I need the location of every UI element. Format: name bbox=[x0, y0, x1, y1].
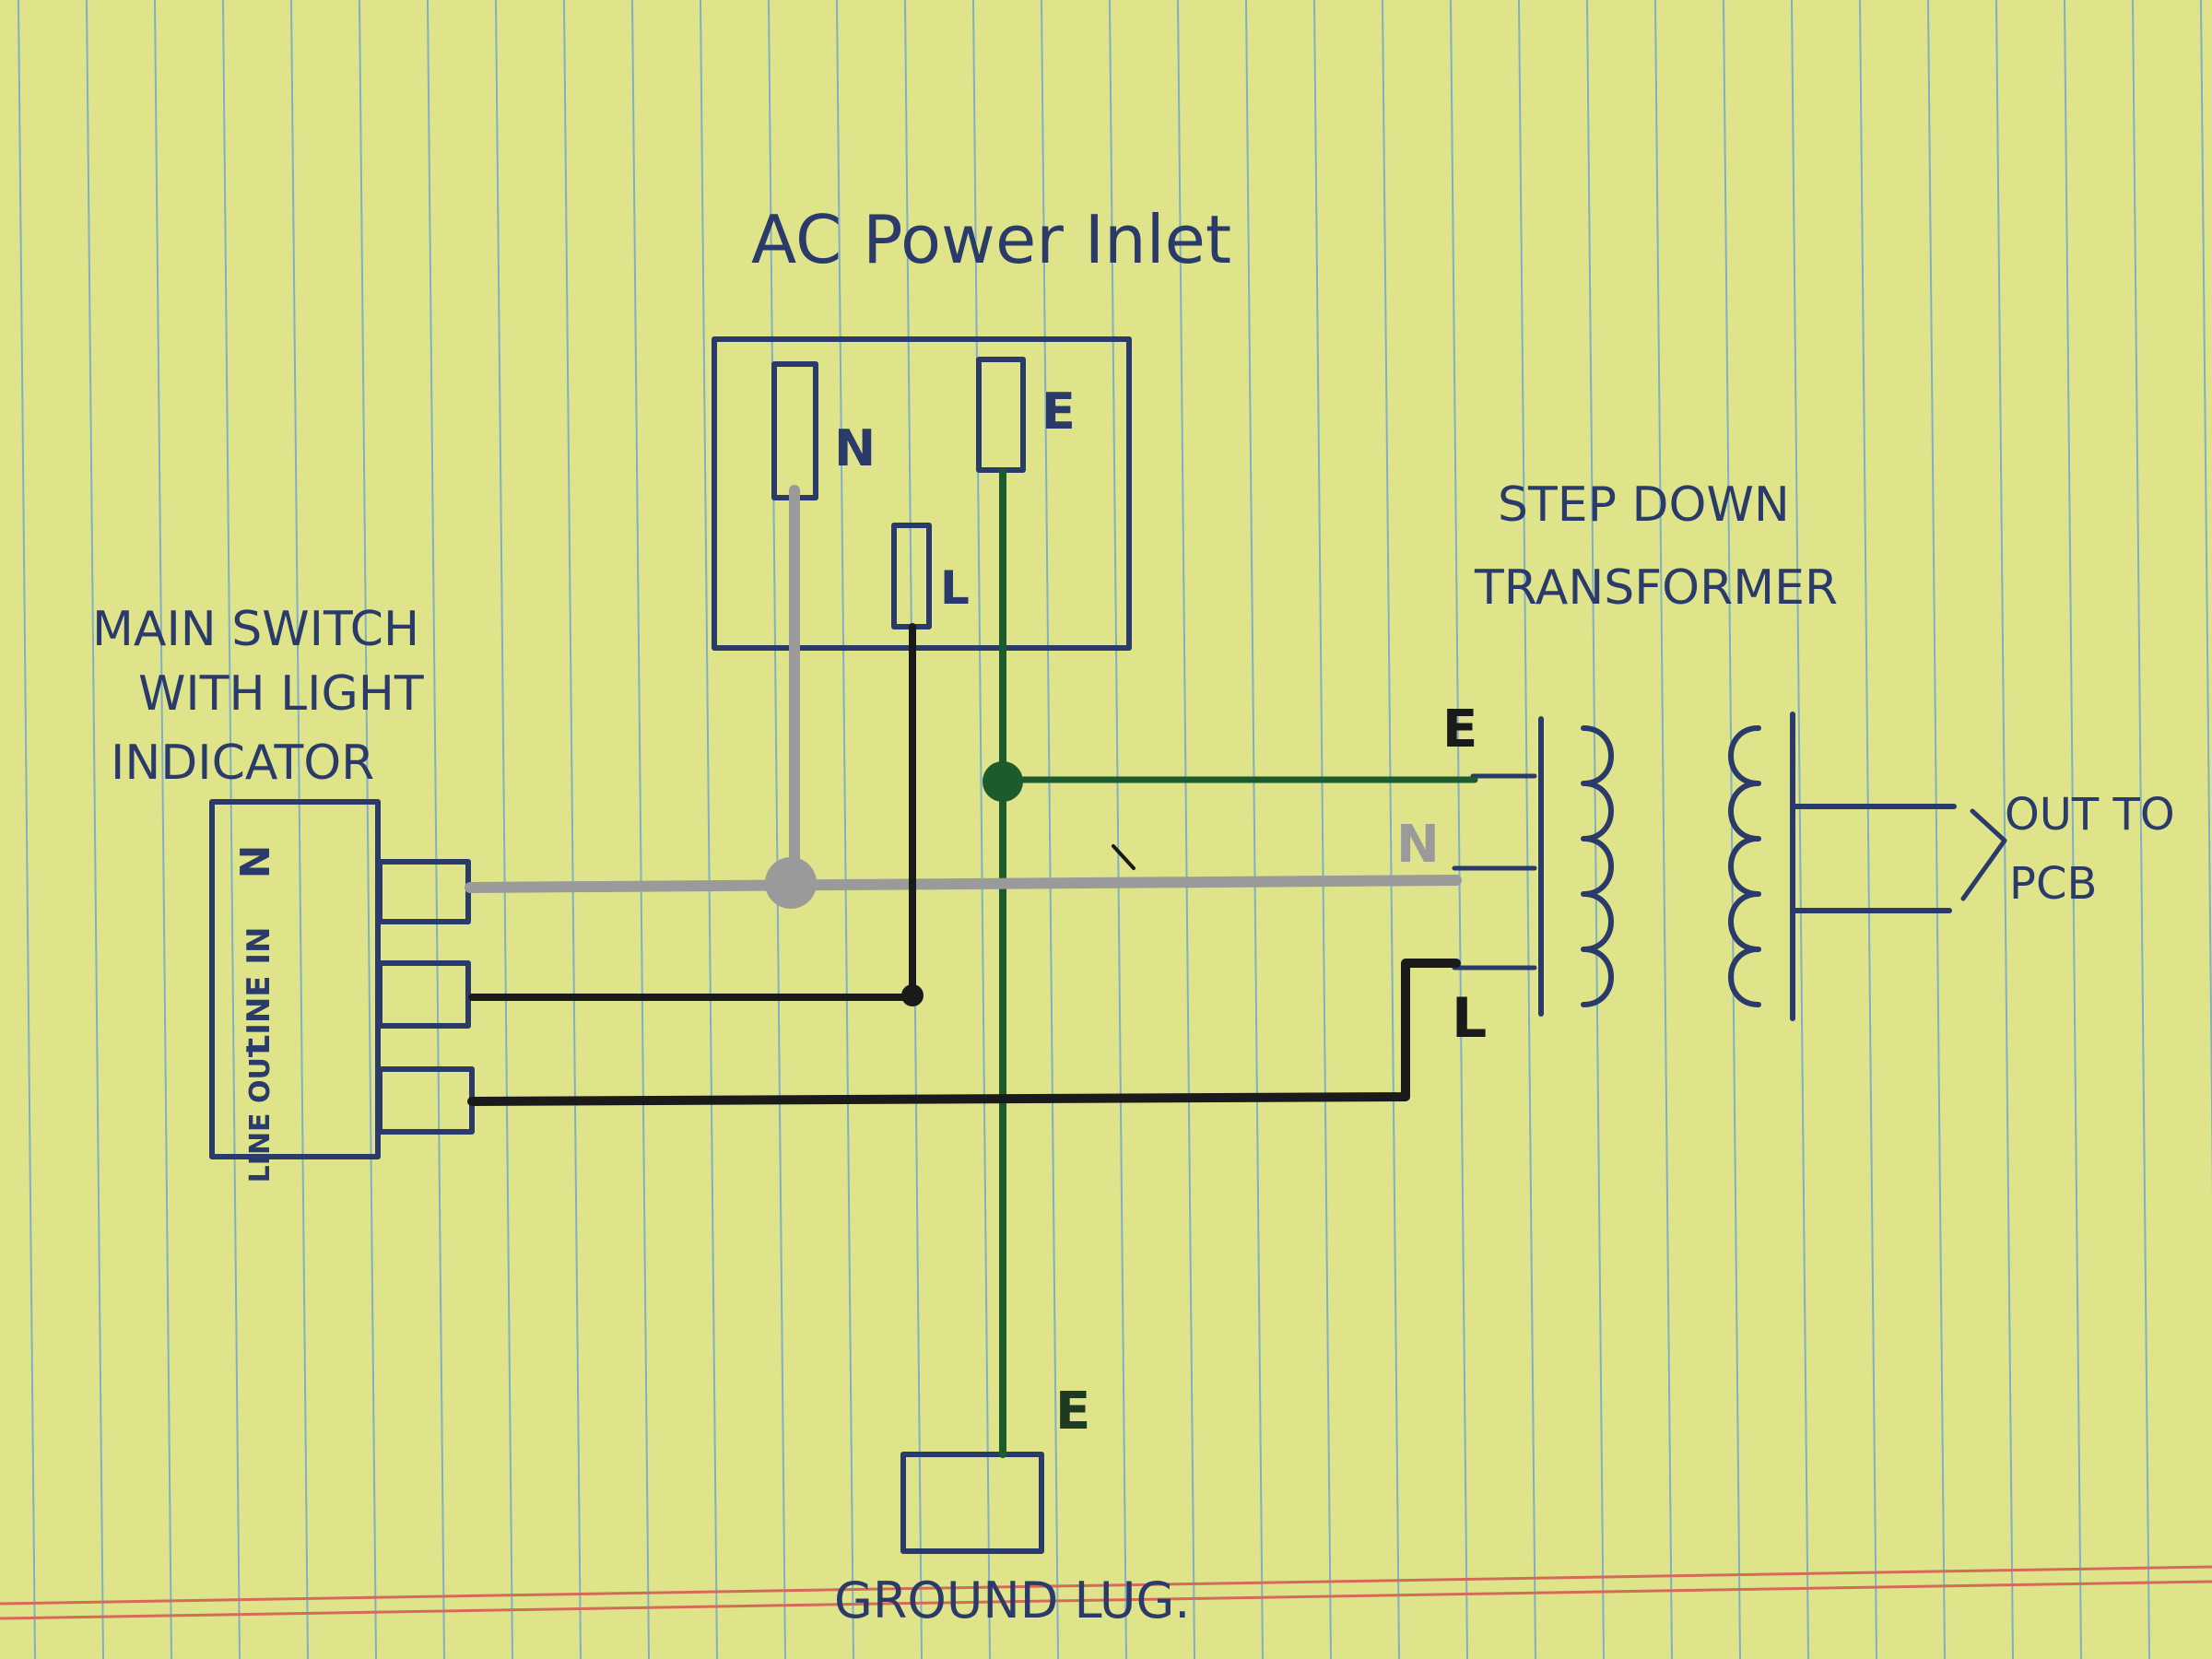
switch-terminal-line-in bbox=[377, 960, 471, 1029]
pcb-output-label-line2: PCB bbox=[2009, 858, 2097, 910]
ruled-line bbox=[1586, 0, 1605, 1659]
ruled-line bbox=[700, 0, 718, 1659]
pen-mark bbox=[1112, 844, 1135, 870]
ruled-lines bbox=[18, 0, 2212, 1659]
line-junction-dot bbox=[901, 984, 924, 1006]
transformer-secondary-coil bbox=[1728, 725, 1761, 1007]
ruled-line bbox=[86, 0, 104, 1659]
switch-term-line-in-label: LINE IN bbox=[241, 927, 277, 1055]
transformer-label-line2: TRANSFORMER bbox=[1474, 560, 1838, 616]
ruled-line bbox=[1109, 0, 1127, 1659]
ruled-line bbox=[1995, 0, 2014, 1659]
diagram-title: AC Power Inlet bbox=[751, 201, 1231, 278]
ruled-line bbox=[1041, 0, 1059, 1659]
earth-junction-dot bbox=[982, 761, 1023, 802]
ruled-line bbox=[427, 0, 445, 1659]
ruled-line bbox=[222, 0, 241, 1659]
ruled-line bbox=[836, 0, 854, 1659]
ruled-line bbox=[495, 0, 513, 1659]
ruled-line bbox=[1723, 0, 1741, 1659]
ruled-line bbox=[1313, 0, 1332, 1659]
ruled-line bbox=[359, 0, 377, 1659]
ruled-line bbox=[563, 0, 582, 1659]
ruled-line bbox=[1245, 0, 1264, 1659]
neutral-wire bbox=[465, 875, 1462, 893]
neutral-junction-dot bbox=[765, 857, 817, 909]
pcb-output-brace bbox=[1960, 808, 2007, 901]
ruled-line bbox=[1382, 0, 1400, 1659]
ruled-line bbox=[1450, 0, 1468, 1659]
margin-line bbox=[0, 1580, 2212, 1620]
ruled-line bbox=[631, 0, 650, 1659]
ground-term-e-label: E bbox=[1055, 1382, 1090, 1441]
ruled-line bbox=[2200, 0, 2212, 1199]
ruled-line bbox=[18, 0, 36, 1659]
ruled-line bbox=[290, 0, 309, 1659]
ruled-line bbox=[1859, 0, 1877, 1659]
transformer-term-l-label: L bbox=[1452, 986, 1487, 1051]
ruled-line bbox=[154, 0, 172, 1659]
ruled-line bbox=[972, 0, 991, 1659]
transformer-term-n-label: N bbox=[1396, 815, 1440, 875]
ruled-line bbox=[768, 0, 786, 1659]
ground-lug bbox=[900, 1452, 1044, 1554]
switch-label-line3: INDICATOR bbox=[111, 735, 374, 791]
inlet-pin-n-label: N bbox=[834, 419, 876, 477]
ruled-line bbox=[1654, 0, 1673, 1659]
switch-term-line-out-label: LINE OUT bbox=[244, 1038, 276, 1182]
inlet-pin-l-label: L bbox=[940, 561, 970, 615]
ruled-line bbox=[2132, 0, 2150, 1659]
switch-term-n-label: N bbox=[232, 845, 279, 879]
ruled-line bbox=[1791, 0, 1809, 1659]
margin-line bbox=[0, 1565, 2212, 1606]
transformer-primary-coil bbox=[1581, 725, 1614, 1007]
inlet-pin-e-label: E bbox=[1041, 382, 1076, 441]
ruled-line bbox=[2064, 0, 2082, 1659]
transformer-term-e-label: E bbox=[1442, 700, 1477, 759]
pcb-output-label-line1: OUT TO bbox=[2005, 789, 2175, 841]
switch-label-line2: WITH LIGHT bbox=[138, 666, 424, 722]
transformer-label-line1: STEP DOWN bbox=[1498, 477, 1790, 533]
switch-label-line1: MAIN SWITCH bbox=[92, 602, 419, 657]
ground-lug-label: GROUND LUG. bbox=[834, 1571, 1190, 1630]
ruled-line bbox=[1518, 0, 1536, 1659]
ac-inlet-body bbox=[712, 336, 1132, 651]
ruled-line bbox=[1927, 0, 1946, 1659]
line-out-wire bbox=[467, 959, 1461, 1106]
ruled-line bbox=[1177, 0, 1195, 1659]
